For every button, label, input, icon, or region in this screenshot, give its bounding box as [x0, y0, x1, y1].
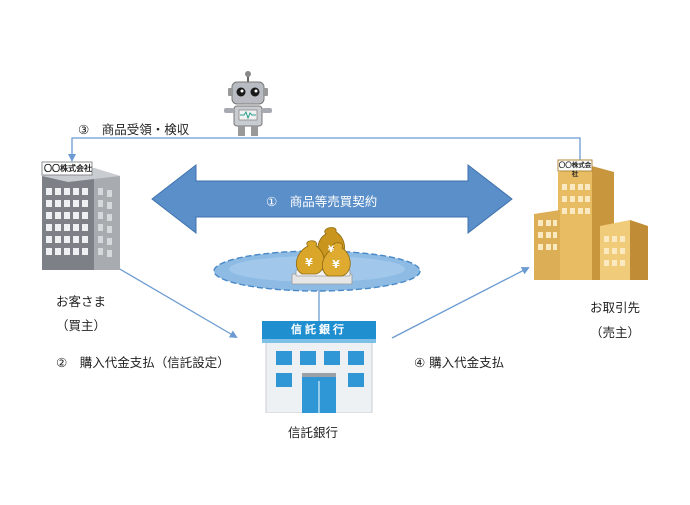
- customer-role: （買主）: [56, 318, 107, 333]
- customer-building: 〇〇株式会社: [40, 158, 122, 270]
- customer-name: お客さま: [56, 294, 107, 309]
- money-symbol-left: ¥: [305, 256, 313, 269]
- step4-label: ④ 購入代金支払: [414, 355, 505, 370]
- money-symbol-back: ¥: [328, 245, 335, 255]
- step1-label: ① 商品等売買契約: [266, 194, 378, 209]
- money-symbol-right: ¥: [332, 258, 340, 271]
- contract-double-arrow: [151, 163, 513, 235]
- step2-connector: [117, 267, 238, 339]
- trust-bank-sign: 信託銀行: [291, 323, 347, 336]
- customer-sign: 〇〇株式会社: [44, 164, 92, 173]
- partner-name: お取引先: [590, 300, 641, 315]
- money-bags-icon: ¥ ¥ ¥: [291, 227, 353, 285]
- trust-bank-name: 信託銀行: [288, 425, 339, 440]
- step3-connector: [68, 137, 581, 162]
- partner-sign: 〇〇株式会社: [558, 161, 592, 178]
- partner-building: 〇〇株式会社: [530, 158, 652, 280]
- step4-connector: [391, 267, 530, 339]
- robot-icon: [224, 71, 272, 136]
- step2-label: ② 購入代金支払（信託設定）: [56, 355, 230, 370]
- step3-label: ③ 商品受領・検収: [78, 122, 190, 137]
- trust-bank-building: 信託銀行: [262, 321, 376, 414]
- partner-role: （売主）: [590, 325, 641, 340]
